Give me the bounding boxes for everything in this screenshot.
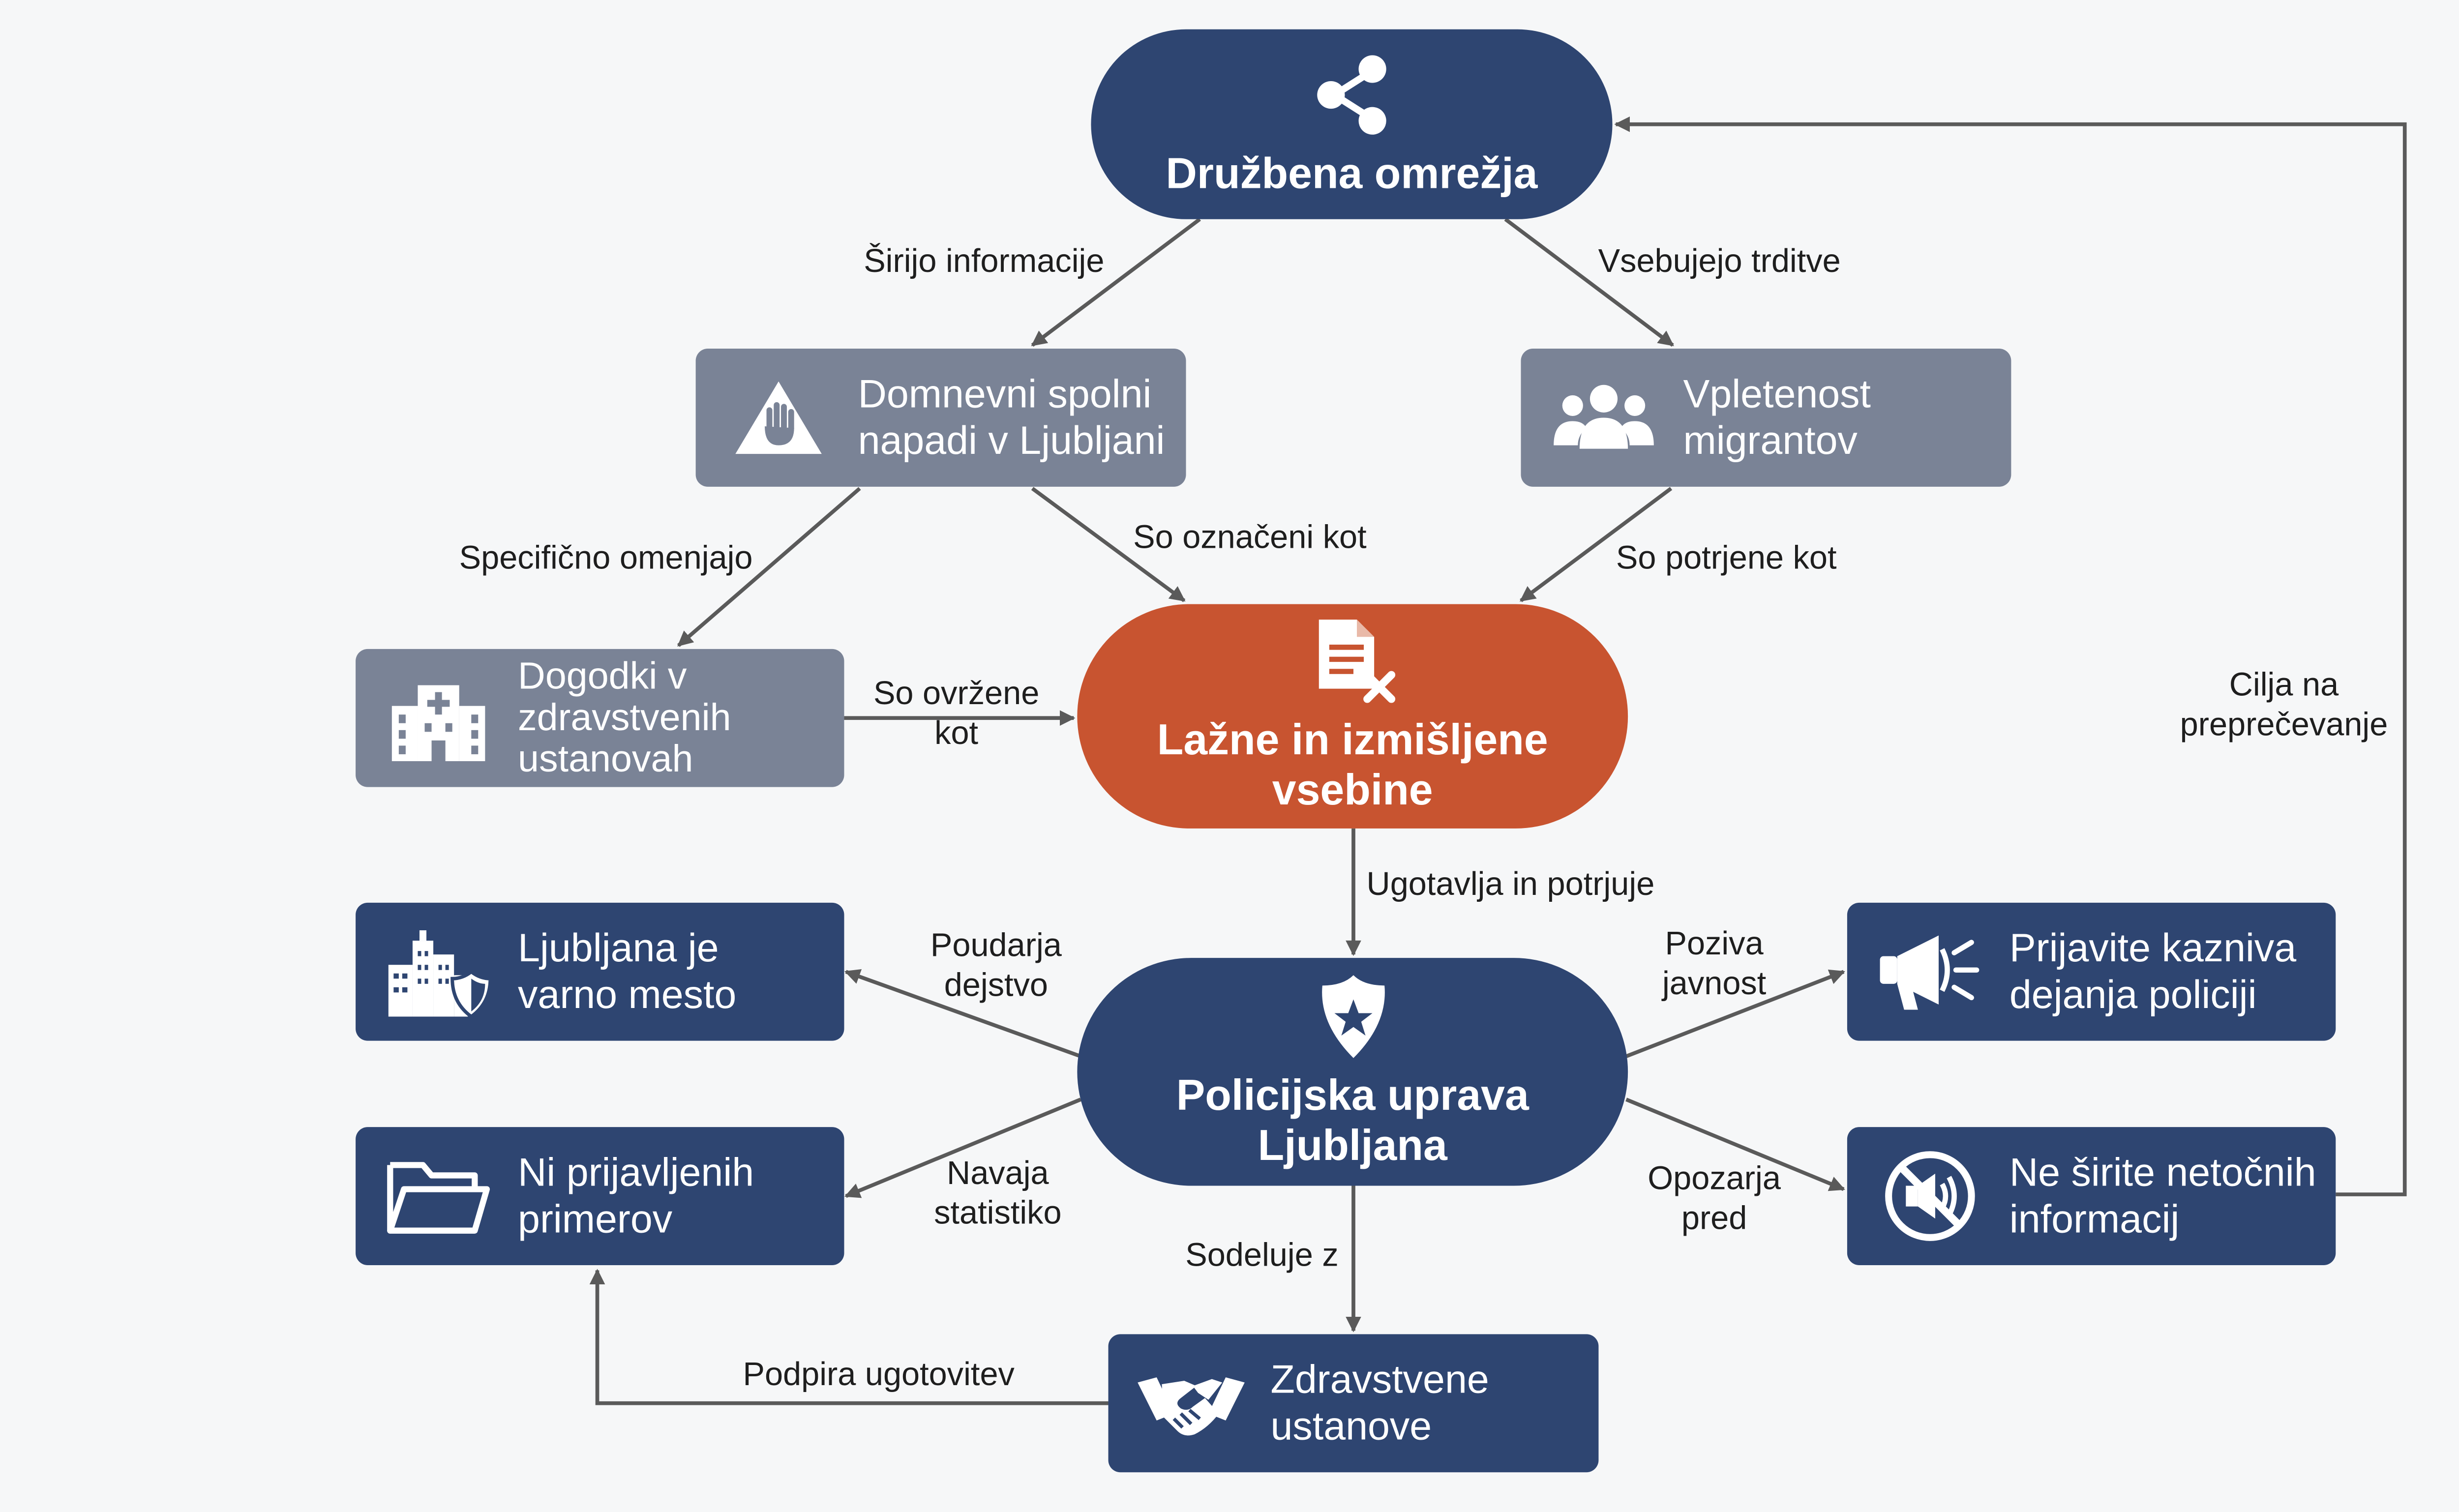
people-group-icon [1549,376,1659,459]
hand-warning-icon [723,376,834,459]
node-dont-spread: Ne širite netočnih informacij [1847,1127,2336,1265]
share-icon [1303,49,1400,139]
edge-cites-statistics [844,1097,1081,1198]
edge-label-marked-as: So označeni kot [1133,520,1367,557]
edge-label-confirmed-as: So potrjene kot [1616,541,1837,578]
node-fake-content-label: Lažne in izmišljene vsebine [1157,716,1548,815]
police-badge-icon [1309,972,1396,1062]
megaphone-icon [1875,930,1985,1013]
node-migrant-involvement-label: Vpletenost migrantov [1683,371,1871,463]
node-report-crimes: Prijavite kazniva dejanja policiji [1847,902,2336,1041]
edge-label-warns-against: Opozarja pred [1648,1161,1781,1238]
node-dont-spread-label: Ne širite netočnih informacij [2009,1149,2316,1241]
edge-warns-against [1625,1097,1845,1191]
edge-label-calls-public: Poziva javnost [1662,926,1767,1003]
node-alleged-attacks: Domnevni spolni napadi v Ljubljani [695,349,1186,487]
edge-label-refuted-as: So ovržene kot [873,676,1040,753]
edge-label-aims-to-prevent: Cilja na preprečevanje [2180,668,2388,744]
node-health-institutions: Zdravstvene ustanove [1108,1334,1599,1473]
node-health-events-label: Dogodki v zdravstvenih ustanovah [518,654,731,780]
edge-spread-info [1031,217,1201,347]
edge-label-cooperates-with: Sodeluje z [1185,1238,1339,1275]
edge-contain-claims [1504,217,1674,347]
edge-supports-findings [589,1269,1109,1405]
hospital-icon [383,677,494,761]
node-no-reports-label: Ni prijavljenih primerov [518,1149,754,1241]
edge-label-supports-findings: Podpira ugotovitev [743,1357,1015,1394]
edge-emphasizes-fact [844,969,1081,1058]
node-safe-city: Ljubljana je varno mesto [356,902,844,1041]
node-health-institutions-label: Zdravstvene ustanove [1270,1357,1489,1449]
edge-label-contain-claims: Vsebujejo trditve [1598,244,1841,281]
no-speaker-icon [1875,1151,1985,1241]
node-safe-city-label: Ljubljana je varno mesto [518,925,737,1017]
edge-aims-to-prevent [1614,116,2407,1196]
edge-label-emphasizes-fact: Poudarja dejstvo [930,928,1062,1005]
node-fake-content: Lažne in izmišljene vsebine [1077,604,1628,829]
folder-icon [383,1155,494,1237]
node-police: Policijska uprava Ljubljana [1077,958,1628,1186]
edge-marked-as [1031,487,1186,602]
node-alleged-attacks-label: Domnevni spolni napadi v Ljubljani [858,371,1165,463]
city-shield-icon [383,930,494,1017]
edge-calls-public [1625,969,1845,1058]
edge-confirmed-as [1519,487,1673,602]
node-social-media-label: Družbena omrežja [1166,149,1538,198]
edge-label-spread-info: Širijo informacije [864,244,1105,281]
node-health-events: Dogodki v zdravstvenih ustanovah [356,649,844,787]
node-social-media: Družbena omrežja [1091,29,1613,219]
edge-label-cites-statistics: Navaja statistiko [934,1156,1062,1233]
handshake-icon [1136,1362,1247,1445]
edge-specifically-mention [677,487,861,647]
node-migrant-involvement: Vpletenost migrantov [1521,349,2011,487]
node-police-label: Policijska uprava Ljubljana [1176,1071,1529,1170]
document-x-icon [1304,616,1401,706]
node-report-crimes-label: Prijavite kazniva dejanja policiji [2009,925,2297,1017]
edge-label-finds-confirms: Ugotavlja in potrjuje [1366,867,1655,904]
node-no-reports: Ni prijavljenih primerov [356,1127,844,1265]
edge-label-specifically-mention: Specifično omenjajo [459,541,753,578]
